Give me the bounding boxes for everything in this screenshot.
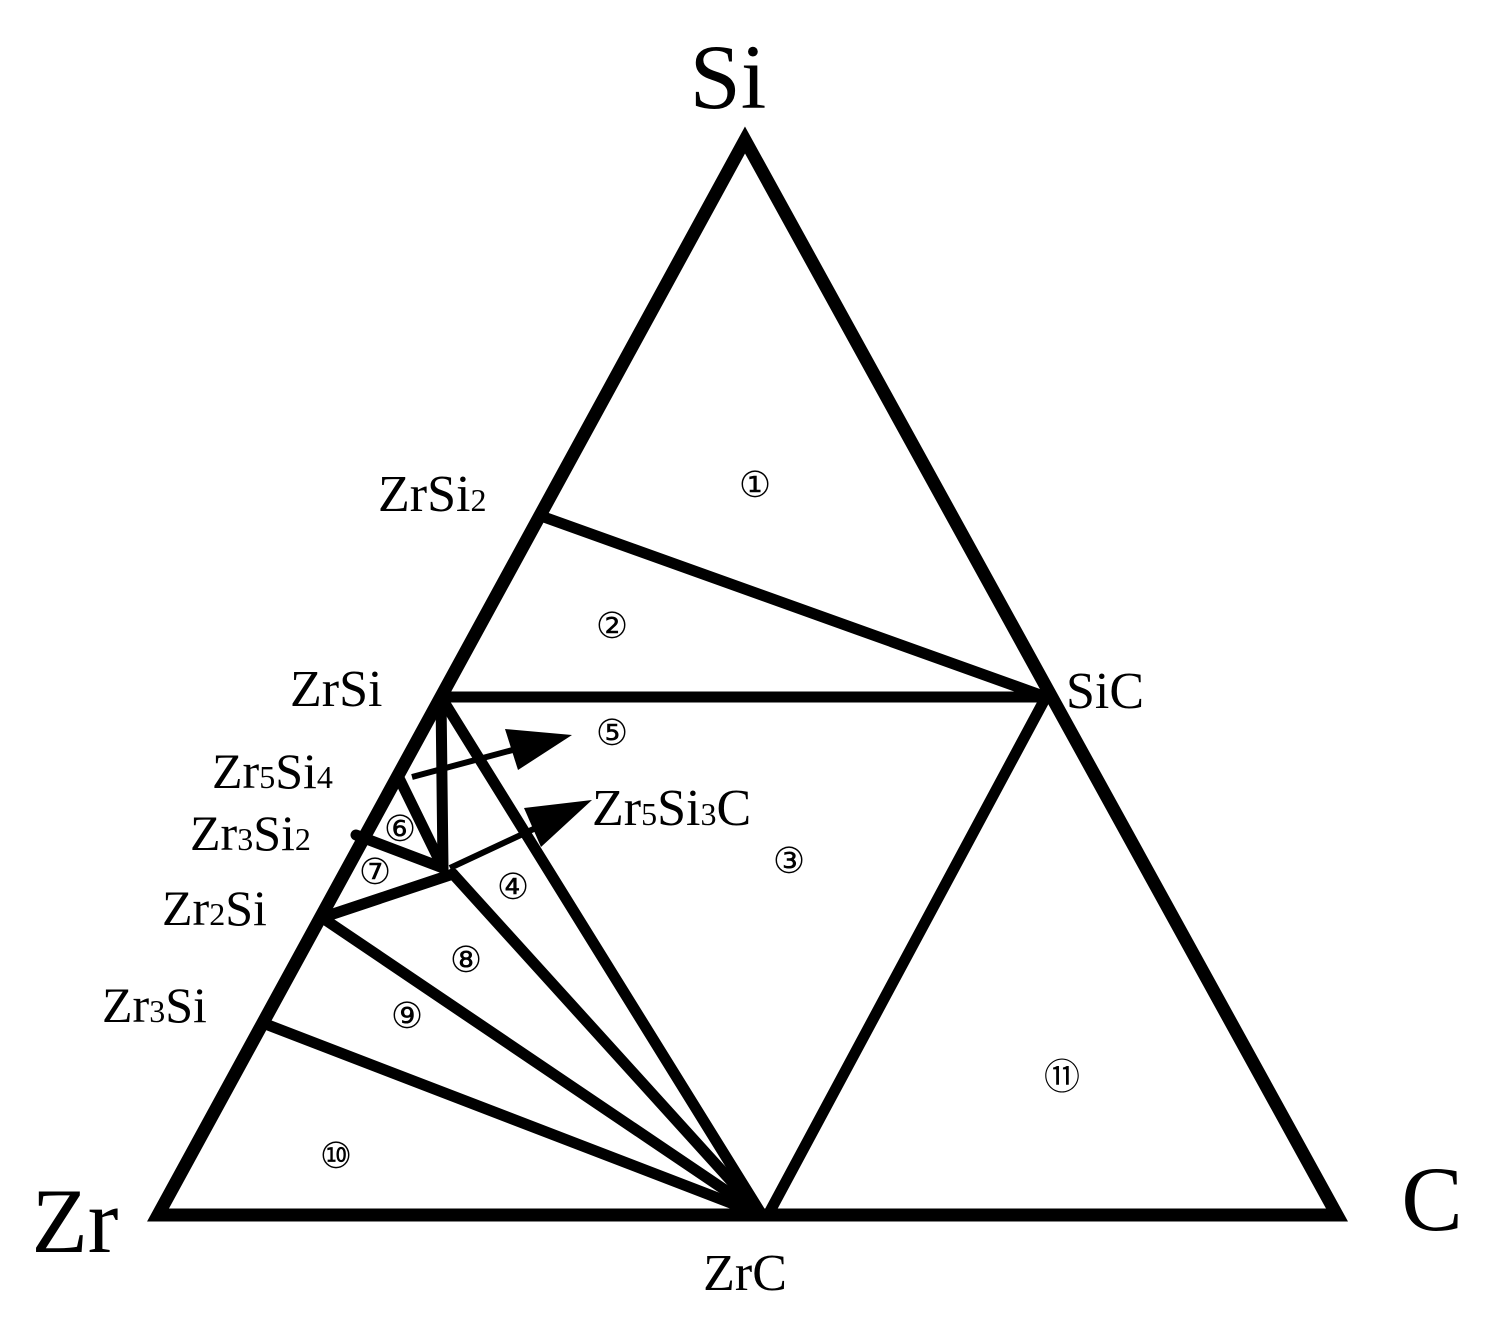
region-label-5: ⑤: [596, 713, 628, 754]
phase-label-zrsi2-sub: 2: [470, 482, 486, 518]
region-label-2: ②: [596, 606, 628, 647]
phase-label-zr2si-p2: Si: [225, 880, 267, 936]
phase-label-zr3si2-s2: 2: [295, 821, 311, 857]
phase-label-zr3si: Zr3Si: [102, 977, 207, 1033]
phase-label-zr2si-p1: Zr: [162, 880, 210, 936]
phase-label-zrsi2: ZrSi2: [378, 466, 486, 523]
region-label-7: ⑦: [359, 852, 391, 893]
region-label-11: ⑪: [1044, 1057, 1080, 1098]
tie-zrsi-zrc: [435, 691, 768, 1221]
region-label-6: ⑥: [384, 809, 416, 850]
region-label-4: ④: [497, 867, 529, 908]
phase-label-zr5si4-p1: Zr: [212, 743, 260, 799]
arrow-to-region-5-head: [505, 729, 572, 770]
phase-label-zr5si3c: Zr5Si3C: [592, 780, 751, 837]
phase-label-zr2si: Zr2Si: [162, 880, 267, 936]
phase-label-zr3si-s1: 3: [149, 993, 165, 1029]
tie-zr2si-zrc: [321, 915, 768, 1221]
corner-label-zr: Zr: [32, 1170, 119, 1272]
arrow-to-region-5: [411, 745, 521, 780]
phase-label-zr5si4-p2: Si: [275, 743, 317, 799]
arrow-to-zr5si3c: [448, 823, 542, 871]
tie-zr2si-zr5si3c: [321, 868, 459, 922]
region-label-1: ①: [739, 465, 771, 506]
phase-label-zr5si3c-s2: 3: [700, 796, 716, 832]
phase-label-zr5si3c-p2: Si: [657, 780, 700, 837]
phase-label-zr3si2-p1: Zr: [190, 805, 238, 861]
phase-label-zr3si2-s1: 3: [237, 821, 253, 857]
arrow-to-zr5si3c-head: [524, 800, 592, 847]
tie-zrsi-zr5si3c: [435, 691, 449, 874]
phase-label-zr5si4: Zr5Si4: [212, 743, 333, 799]
phase-label-zrsi2-base: ZrSi: [378, 466, 470, 523]
tie-zr3si-zrc: [262, 1019, 768, 1221]
phase-label-zr5si4-s2: 4: [317, 759, 333, 795]
tie-zrsi2-sic: [535, 510, 1052, 703]
tie-zr5si3c-zrc: [447, 868, 768, 1221]
phase-label-zr5si4-s1: 5: [259, 759, 275, 795]
region-label-10: ⑩: [320, 1136, 352, 1177]
phase-label-zr3si2-p2: Si: [253, 805, 295, 861]
region-label-3: ③: [773, 841, 805, 882]
phase-label-zr3si2: Zr3Si2: [190, 805, 311, 861]
phase-label-zr5si3c-p3: C: [716, 780, 751, 837]
tie-sic-zrc: [762, 691, 1052, 1221]
tie-zr5si4-zr5si3c: [392, 770, 449, 874]
region-label-8: ⑧: [450, 940, 482, 981]
phase-label-zr5si3c-s1: 5: [641, 796, 657, 832]
phase-label-zrc: ZrC: [703, 1245, 787, 1302]
phase-label-zr3si-p1: Zr: [102, 977, 150, 1033]
phase-label-zrsi: ZrSi: [290, 661, 382, 718]
corner-label-c: C: [1401, 1148, 1462, 1250]
phase-label-zr2si-s1: 2: [209, 896, 225, 932]
phase-label-sic: SiC: [1066, 663, 1144, 720]
corner-label-si: Si: [690, 26, 767, 128]
phase-label-zr3si-p2: Si: [165, 977, 207, 1033]
region-label-9: ⑨: [391, 996, 423, 1037]
phase-label-zr5si3c-p1: Zr: [592, 780, 641, 837]
tie-zr3si2-zr5si3c: [350, 829, 449, 874]
